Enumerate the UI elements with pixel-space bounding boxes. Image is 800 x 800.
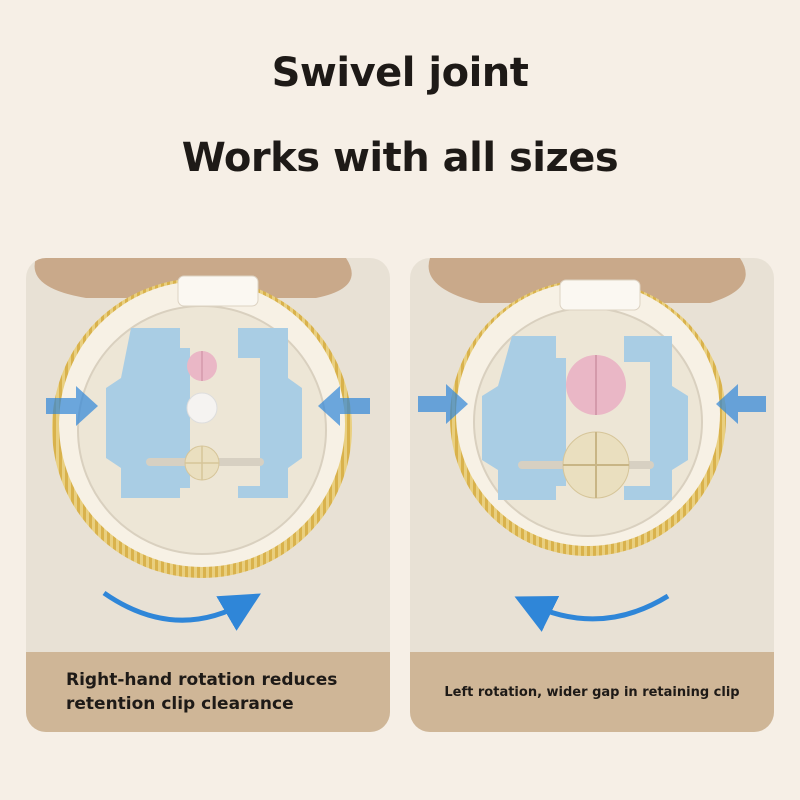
caption-right: Left rotation, wider gap in retaining cl… [410, 652, 774, 732]
caption-line-1: Right-hand rotation reduces [66, 670, 338, 690]
hinge [177, 275, 259, 307]
pill-white [186, 392, 218, 424]
caption-left: Right-hand rotation reduces retention cl… [26, 652, 390, 732]
pill-cutter-illustration [418, 258, 766, 632]
headline-works-with-all-sizes: Works with all sizes [181, 135, 619, 181]
product-panel-right-rotation: Right-hand rotation reduces retention cl… [26, 258, 390, 732]
curved-arrow-left-icon [514, 593, 670, 632]
arrow-inward-left-icon [46, 386, 98, 426]
pill-cutter-illustration [34, 258, 370, 631]
headline-swivel-joint: Swivel joint [271, 50, 529, 96]
caption-line-2: retention clip clearance [66, 694, 294, 714]
right-clip [238, 328, 302, 498]
left-clip [106, 328, 190, 498]
caption-line-1: Left rotation, wider gap in retaining cl… [444, 684, 740, 700]
hinge [559, 279, 641, 311]
product-panel-left-rotation: Left rotation, wider gap in retaining cl… [410, 258, 774, 732]
arrow-inward-left-icon [418, 384, 468, 424]
right-clip [624, 336, 688, 500]
arrow-inward-right-icon [318, 386, 370, 426]
arrow-inward-right-icon [716, 384, 766, 424]
left-clip [482, 336, 566, 500]
curved-arrow-right-icon [102, 590, 261, 631]
